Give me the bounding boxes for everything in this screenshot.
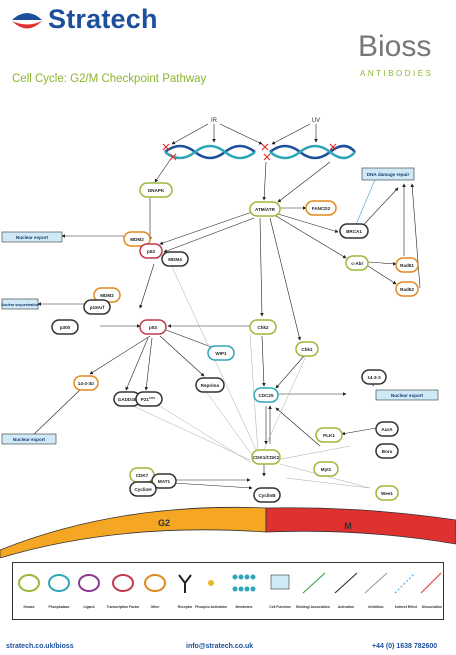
node-cdk7: CDK7: [136, 473, 149, 478]
node-mat1: MAT1: [158, 479, 171, 484]
footer-phone: +44 (0) 1638 782600: [372, 643, 438, 650]
node-14-3-3-sigma: 14-3-3σ: [78, 381, 95, 386]
node-wee1: Wee1: [381, 491, 393, 496]
node-rad51: Rad51: [400, 263, 414, 268]
legend-indirect-effect: Indirect Effect: [395, 605, 418, 609]
binding-arrow-icon: [302, 572, 326, 594]
dna-helix-icon: [162, 143, 356, 161]
partner-logo: Bioss: [358, 30, 432, 63]
node-bora: Bora: [382, 449, 393, 454]
phase-g2: G2: [158, 518, 170, 528]
cell-cycle-phase-band: G2 M: [0, 506, 456, 558]
dissociation-arrow-icon: [420, 572, 442, 594]
stimulus-uv: UV: [312, 118, 320, 124]
node-mdm2-b: MDM2: [100, 293, 114, 298]
node-reprimo: Reprimo: [201, 383, 220, 388]
phospho-icon: [208, 580, 214, 586]
node-c-abl: c-Abl: [351, 261, 362, 266]
node-cyclinh: CyclinH: [134, 487, 152, 492]
box-nuclear-export-2: Nuclear export: [391, 393, 424, 398]
pathway-diagram: IR UV: [0, 118, 456, 558]
legend-binding: Binding/ Association: [296, 605, 330, 609]
legend-phospho-activation: Phospho Activation: [195, 605, 227, 609]
legend-other: Other: [150, 605, 160, 609]
legend-phosphatase: Phosphatase: [48, 605, 69, 609]
legend-activation: Activation: [338, 605, 354, 609]
node-cdc25: CDC25: [258, 393, 274, 398]
node-p19arf: p19Arf: [90, 305, 105, 310]
node-fancd2: FANCD2: [312, 206, 331, 211]
legend: Kinase Phosphatase Ligand Transcription …: [12, 562, 444, 620]
node-wip1: WIP1: [215, 351, 227, 356]
stimulus-ir: IR: [211, 118, 218, 124]
node-cdk1-cdk2: CDK1/CDK2: [253, 455, 280, 460]
legend-inhibition: Inhibition: [368, 605, 383, 609]
box-dna-damage-repair: DNA damage repair: [367, 172, 410, 177]
receptor-icon: [178, 574, 192, 593]
node-mdm4: MDM4: [168, 257, 182, 262]
phase-m: M: [344, 521, 352, 531]
legend-receptor: Receptor: [178, 605, 193, 609]
node-gadd45: GADD45: [118, 397, 137, 402]
footer-website-link[interactable]: stratech.co.uk/bioss: [6, 643, 74, 650]
membrane-icon: [232, 574, 256, 592]
stratech-logo-icon: [12, 13, 42, 29]
node-p53-a: p53: [147, 249, 155, 254]
node-14-3-3: 14-3-3: [367, 375, 381, 380]
indirect-effect-arrow-icon: [394, 572, 416, 594]
node-brca1: BRCA1: [346, 229, 362, 234]
legend-cell-function: Cell Function: [269, 605, 290, 609]
node-rad52: Rad52: [400, 287, 414, 292]
page-title: Cell Cycle: G2/M Checkpoint Pathway: [12, 73, 207, 85]
brand-name: Stratech: [48, 4, 158, 34]
node-chk2: Chk2: [257, 325, 269, 330]
legend-membrane: Membrane: [236, 605, 253, 609]
node-cyclinb: CyclinB: [258, 493, 276, 498]
node-aurora: AurA: [381, 427, 393, 432]
box-nuclear-export-3: Nuclear export: [13, 437, 46, 442]
node-dnapk: DNAPK: [148, 188, 165, 193]
node-plk1: PLK1: [323, 433, 335, 438]
box-nuclear-export-1: Nuclear export: [16, 235, 49, 240]
footer-email-link[interactable]: info@stratech.co.uk: [186, 643, 254, 650]
legend-dissociation: Dissociation: [422, 605, 442, 609]
node-chk1: Chk1: [301, 347, 313, 352]
legend-kinase: Kinase: [23, 605, 34, 609]
legend-transcription-factor: Transcription Factor: [107, 605, 140, 609]
legend-ligand: Ligand: [83, 605, 94, 609]
inhibition-arrow-icon: [364, 572, 388, 594]
node-p53-b: p53: [149, 325, 157, 330]
node-atm-atr: ATM/ATR: [255, 207, 276, 212]
node-p300: p300: [60, 325, 71, 330]
node-p21: P21CIP1: [141, 396, 156, 402]
box-nuclear-sequestration: Nuclear sequestration: [1, 303, 39, 307]
node-myt1: Myt1: [321, 467, 332, 472]
node-mdm2-a: MDM2: [130, 237, 144, 242]
activation-arrow-icon: [334, 572, 358, 594]
partner-logo-subtitle: ANTIBODIES: [360, 69, 434, 78]
cell-function-icon: [270, 574, 290, 590]
